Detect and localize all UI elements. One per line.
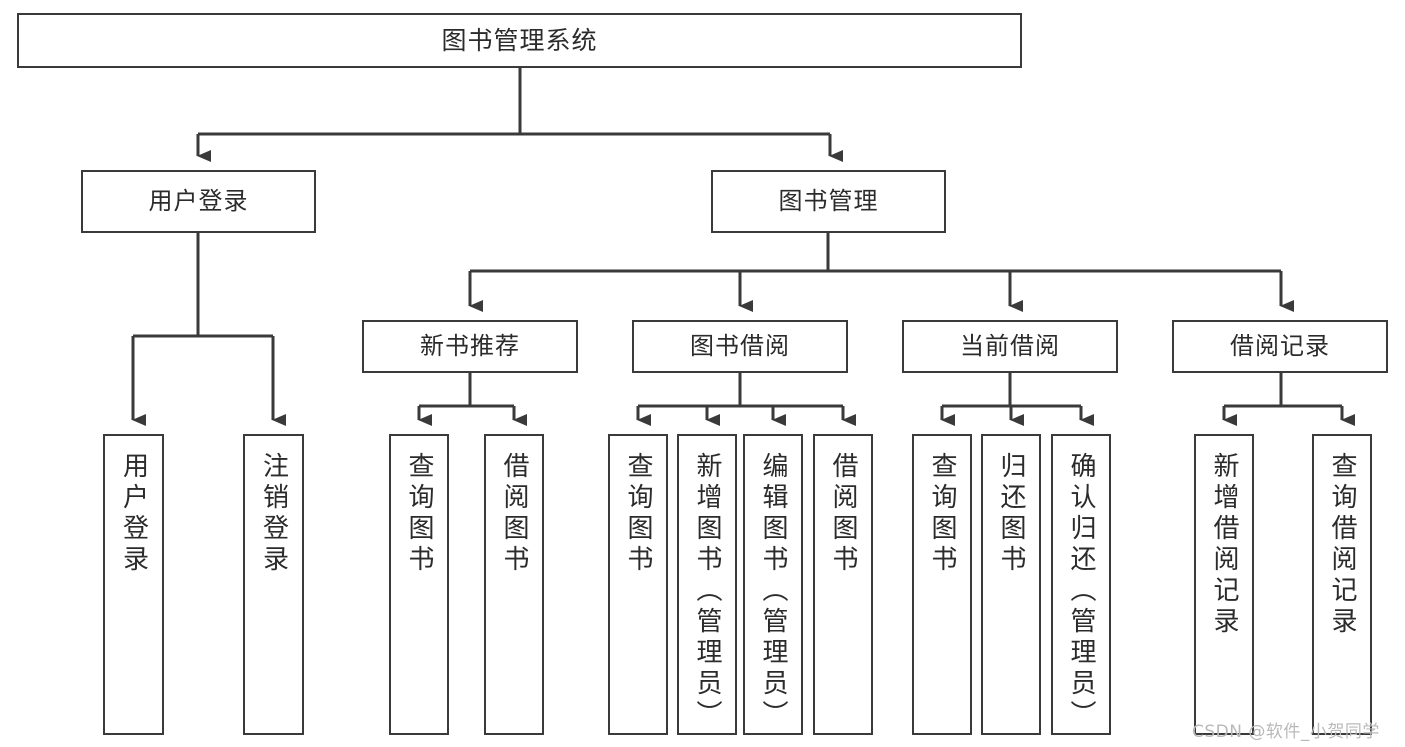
- node-leaf-query-record[interactable]: 查询借阅记录: [1312, 434, 1372, 735]
- node-book-borrow-label: 图书借阅: [690, 332, 790, 361]
- node-current-borrow-label: 当前借阅: [960, 332, 1060, 361]
- node-leaf-add-record-label: 新增借阅记录: [1209, 452, 1239, 638]
- node-leaf-add-record[interactable]: 新增借阅记录: [1194, 434, 1254, 735]
- watermark: CSDN @软件_小贺同学: [1192, 722, 1380, 742]
- node-leaf-add-book-label: 新增图书（管理员）: [692, 452, 722, 731]
- node-leaf-logout-label: 注销登录: [258, 452, 289, 576]
- node-leaf-borrow-book-1[interactable]: 借阅图书: [484, 434, 544, 735]
- node-leaf-borrow-book-2[interactable]: 借阅图书: [813, 434, 873, 735]
- node-new-book-recommend-label: 新书推荐: [420, 332, 520, 361]
- node-book-borrow[interactable]: 图书借阅: [632, 320, 848, 373]
- node-current-borrow[interactable]: 当前借阅: [902, 320, 1118, 373]
- node-borrow-record[interactable]: 借阅记录: [1172, 320, 1388, 373]
- node-root-label: 图书管理系统: [441, 25, 598, 55]
- node-leaf-edit-book-label: 编辑图书（管理员）: [758, 452, 788, 731]
- node-leaf-return-book-label: 归还图书: [996, 452, 1026, 576]
- node-root[interactable]: 图书管理系统: [17, 13, 1022, 68]
- node-leaf-query-book-2-label: 查询图书: [623, 452, 653, 576]
- node-leaf-confirm-return-label: 确认归还（管理员）: [1066, 452, 1096, 731]
- node-leaf-query-book-1-label: 查询图书: [404, 452, 434, 576]
- node-leaf-query-book-3-label: 查询图书: [927, 452, 957, 576]
- node-user-login-label: 用户登录: [148, 187, 249, 216]
- node-leaf-query-book-3[interactable]: 查询图书: [912, 434, 972, 735]
- node-user-login[interactable]: 用户登录: [81, 170, 316, 233]
- node-leaf-confirm-return[interactable]: 确认归还（管理员）: [1051, 434, 1111, 735]
- node-leaf-add-book[interactable]: 新增图书（管理员）: [677, 434, 737, 735]
- node-book-manage[interactable]: 图书管理: [711, 170, 946, 233]
- node-leaf-logout[interactable]: 注销登录: [243, 434, 304, 735]
- node-leaf-query-record-label: 查询借阅记录: [1327, 452, 1357, 638]
- node-leaf-borrow-book-1-label: 借阅图书: [499, 452, 529, 576]
- node-leaf-return-book[interactable]: 归还图书: [981, 434, 1041, 735]
- node-leaf-query-book-2[interactable]: 查询图书: [608, 434, 668, 735]
- node-leaf-borrow-book-2-label: 借阅图书: [828, 452, 858, 576]
- node-leaf-user-login[interactable]: 用户登录: [103, 434, 164, 735]
- node-leaf-edit-book[interactable]: 编辑图书（管理员）: [743, 434, 803, 735]
- node-new-book-recommend[interactable]: 新书推荐: [362, 320, 578, 373]
- node-borrow-record-label: 借阅记录: [1230, 332, 1330, 361]
- node-leaf-user-login-label: 用户登录: [118, 452, 149, 576]
- node-leaf-query-book-1[interactable]: 查询图书: [389, 434, 449, 735]
- node-book-manage-label: 图书管理: [778, 187, 879, 216]
